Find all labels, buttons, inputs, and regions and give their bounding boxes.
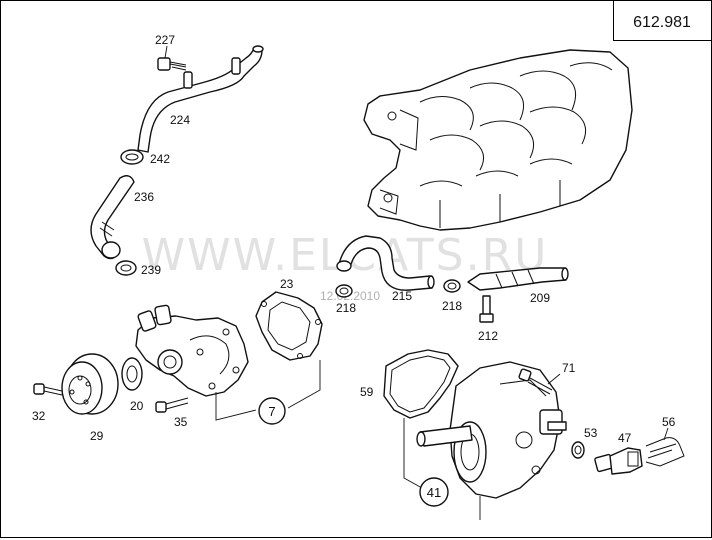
bolt-227 (157, 57, 187, 71)
label-212: 212 (478, 329, 498, 343)
water-pump (135, 304, 249, 397)
pipe-224 (137, 45, 264, 153)
clamp-242 (120, 149, 144, 165)
label-215: 215 (392, 289, 412, 303)
label-56: 56 (662, 415, 676, 429)
thermostat-housing (416, 361, 567, 499)
label-29: 29 (90, 429, 104, 443)
clamp-239 (115, 260, 137, 276)
clip-56 (645, 437, 685, 467)
bracket-41 (403, 418, 481, 520)
label-23: 23 (280, 277, 294, 291)
label-32: 32 (32, 409, 46, 423)
label-53: 53 (584, 426, 598, 440)
callout-7 (258, 397, 286, 425)
label-41: 41 (427, 485, 441, 500)
bolt-71 (518, 368, 553, 395)
bolt-32 (33, 383, 63, 396)
seal-53 (571, 441, 585, 459)
label-47: 47 (618, 431, 632, 445)
gasket-23 (255, 291, 323, 361)
pulley-29 (61, 353, 119, 415)
label-20: 20 (130, 399, 144, 413)
label-236: 236 (134, 190, 154, 204)
label-224: 224 (170, 113, 190, 127)
sensor-47 (594, 447, 643, 475)
label-35: 35 (174, 415, 188, 429)
hose-215 (336, 235, 435, 291)
label-71: 71 (562, 361, 576, 375)
callout-41 (419, 477, 449, 507)
label-242: 242 (150, 152, 170, 166)
clamp-218-right (443, 279, 461, 293)
label-209: 209 (530, 291, 550, 305)
date-stamp: 12.02.2010 (320, 289, 380, 303)
label-227: 227 (155, 33, 175, 47)
hose-236 (90, 175, 135, 260)
label-218-left: 218 (336, 301, 356, 315)
hub-20 (121, 357, 143, 391)
label-218-right: 218 (442, 299, 462, 313)
bolt-35 (155, 397, 189, 413)
gasket-59 (383, 349, 459, 419)
label-59: 59 (360, 385, 374, 399)
intake-manifold (363, 49, 633, 231)
pipe-209 (467, 267, 569, 291)
clamp-218-left (335, 284, 353, 298)
label-7: 7 (268, 404, 275, 419)
reference-number: 612.981 (633, 14, 691, 31)
bracket-7 (215, 360, 321, 421)
bolt-212 (479, 295, 494, 323)
label-239: 239 (141, 263, 161, 277)
